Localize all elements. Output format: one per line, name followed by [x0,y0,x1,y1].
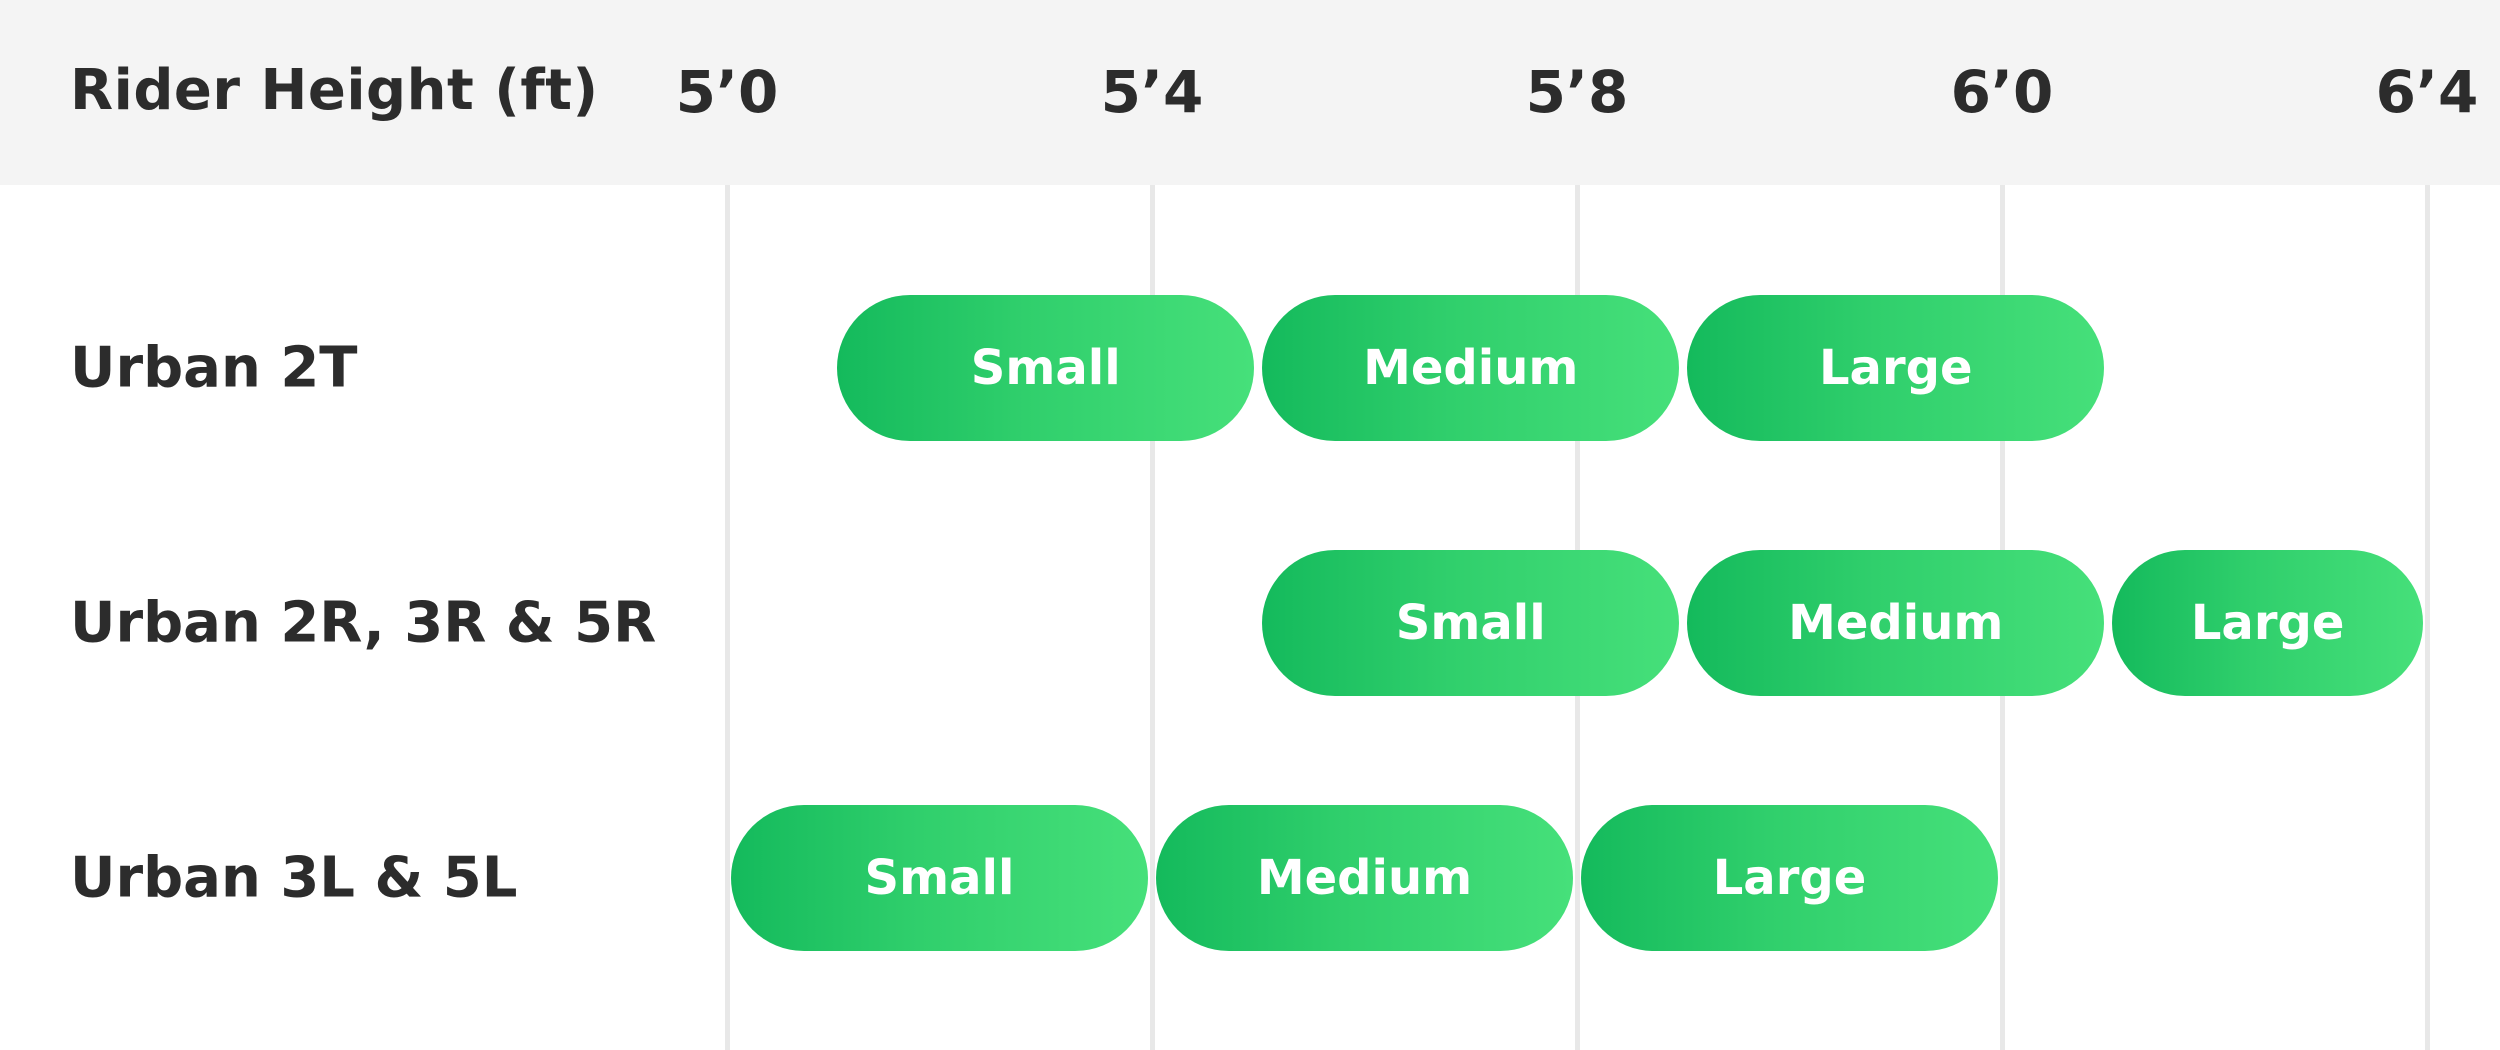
chart-header: Rider Height (ft) [0,0,2500,185]
size-bar-label: Medium [1788,595,2004,651]
size-bar-medium: Medium [1156,805,1573,951]
row-label: Urban 3L & 5L [70,845,518,911]
size-bar-label: Medium [1256,850,1473,906]
size-bar-label: Large [2190,595,2345,651]
size-bar-large: Large [1687,295,2105,441]
size-bar-label: Small [970,340,1121,396]
size-bar-small: Small [837,295,1255,441]
gridline [2424,185,2430,1050]
size-bar-small: Small [731,805,1148,951]
size-bar-large: Large [1581,805,1998,951]
x-tick-label: 5’0 [675,58,779,126]
size-bar-label: Small [864,850,1015,906]
row-label: Urban 2R, 3R & 5R [70,590,657,656]
size-bar-large: Large [2112,550,2423,696]
size-bar-label: Small [1395,595,1546,651]
size-bar-medium: Medium [1262,295,1680,441]
gridline [1149,185,1155,1050]
size-bar-label: Large [1712,850,1867,906]
x-tick-label: 5’8 [1525,58,1629,126]
size-bar-medium: Medium [1687,550,2105,696]
x-tick-label: 6’0 [1950,58,2054,126]
row-label: Urban 2T [70,335,358,401]
gridline [724,185,730,1050]
size-bar-label: Medium [1363,340,1579,396]
x-tick-label: 5’4 [1100,58,1204,126]
size-bar-label: Large [1818,340,1973,396]
axis-title: Rider Height (ft) [70,58,599,123]
x-tick-label: 6’4 [2375,58,2479,126]
size-bar-small: Small [1262,550,1680,696]
